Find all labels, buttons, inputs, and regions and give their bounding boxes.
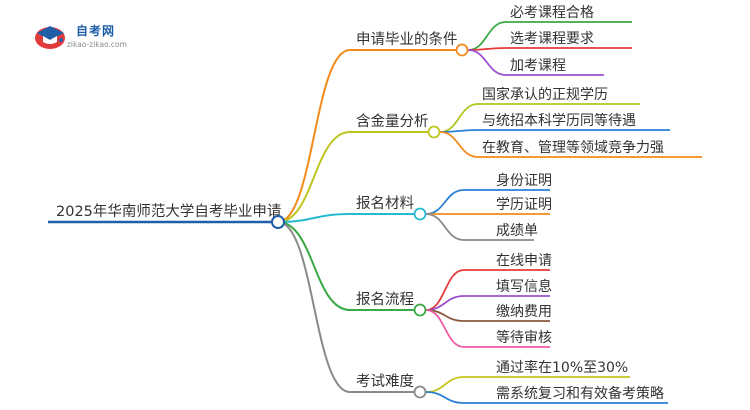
leaf-node-label: 在线申请 — [496, 253, 552, 269]
root-node-label: 2025年华南师范大学自考毕业申请 — [56, 203, 281, 220]
branch-connector — [277, 131, 351, 223]
leaf-node-label: 与统招本科学历同等待遇 — [482, 112, 636, 129]
leaf-node-label: 加考课程 — [510, 58, 566, 74]
leaf-node-label: 填写信息 — [496, 278, 552, 295]
leaf-node-label: 必考课程合格 — [510, 5, 594, 21]
graduation-cap-icon — [35, 26, 65, 49]
leaf-node-label: 在教育、管理等领域竞争力强 — [482, 139, 664, 156]
leaf-connector — [439, 131, 479, 158]
leaf-connector — [425, 189, 465, 215]
leaf-node-label: 国家承认的正规学历 — [482, 86, 608, 103]
branch-connector — [277, 213, 351, 223]
branch-connector — [277, 49, 351, 223]
leaf-connector — [425, 309, 465, 348]
leaf-connector — [425, 213, 465, 241]
leaf-node-label: 需系统复习和有效备考策略 — [496, 385, 664, 402]
leaf-connector — [467, 49, 507, 76]
leaf-connector — [467, 21, 507, 51]
leaf-node-label: 通过率在10%至30% — [496, 359, 628, 376]
leaf-node-label: 缴纳费用 — [496, 304, 552, 320]
leaf-node-label: 学历证明 — [496, 197, 552, 213]
branch-node-label: 报名流程 — [356, 291, 414, 308]
leaf-node-label: 成绩单 — [496, 223, 538, 239]
branch-node-circle — [413, 207, 427, 221]
branch-node-label: 申请毕业的条件 — [356, 31, 458, 48]
branch-node-label: 含金量分析 — [356, 113, 429, 130]
branch-node-circle — [427, 125, 441, 139]
branch-node-label: 考试难度 — [356, 373, 414, 390]
logo-url: zikao-zikao.com — [67, 40, 127, 49]
branch-node-circle — [413, 303, 427, 317]
site-logo: 自考网 zikao-zikao.com — [30, 18, 160, 52]
leaf-connector — [425, 391, 465, 404]
branch-node-circle — [455, 43, 469, 57]
branch-node-label: 报名材料 — [356, 195, 414, 212]
branch-node-circle — [413, 385, 427, 399]
leaf-node-label: 等待审核 — [496, 329, 552, 346]
branch-connector — [277, 221, 351, 311]
leaf-node-label: 身份证明 — [496, 173, 552, 189]
root-node-circle — [271, 215, 285, 229]
leaf-connector — [439, 103, 479, 133]
leaf-node-label: 选考课程要求 — [510, 31, 594, 47]
leaf-connector — [425, 376, 465, 393]
logo-name: 自考网 — [76, 24, 116, 38]
branch-connector — [277, 221, 351, 393]
